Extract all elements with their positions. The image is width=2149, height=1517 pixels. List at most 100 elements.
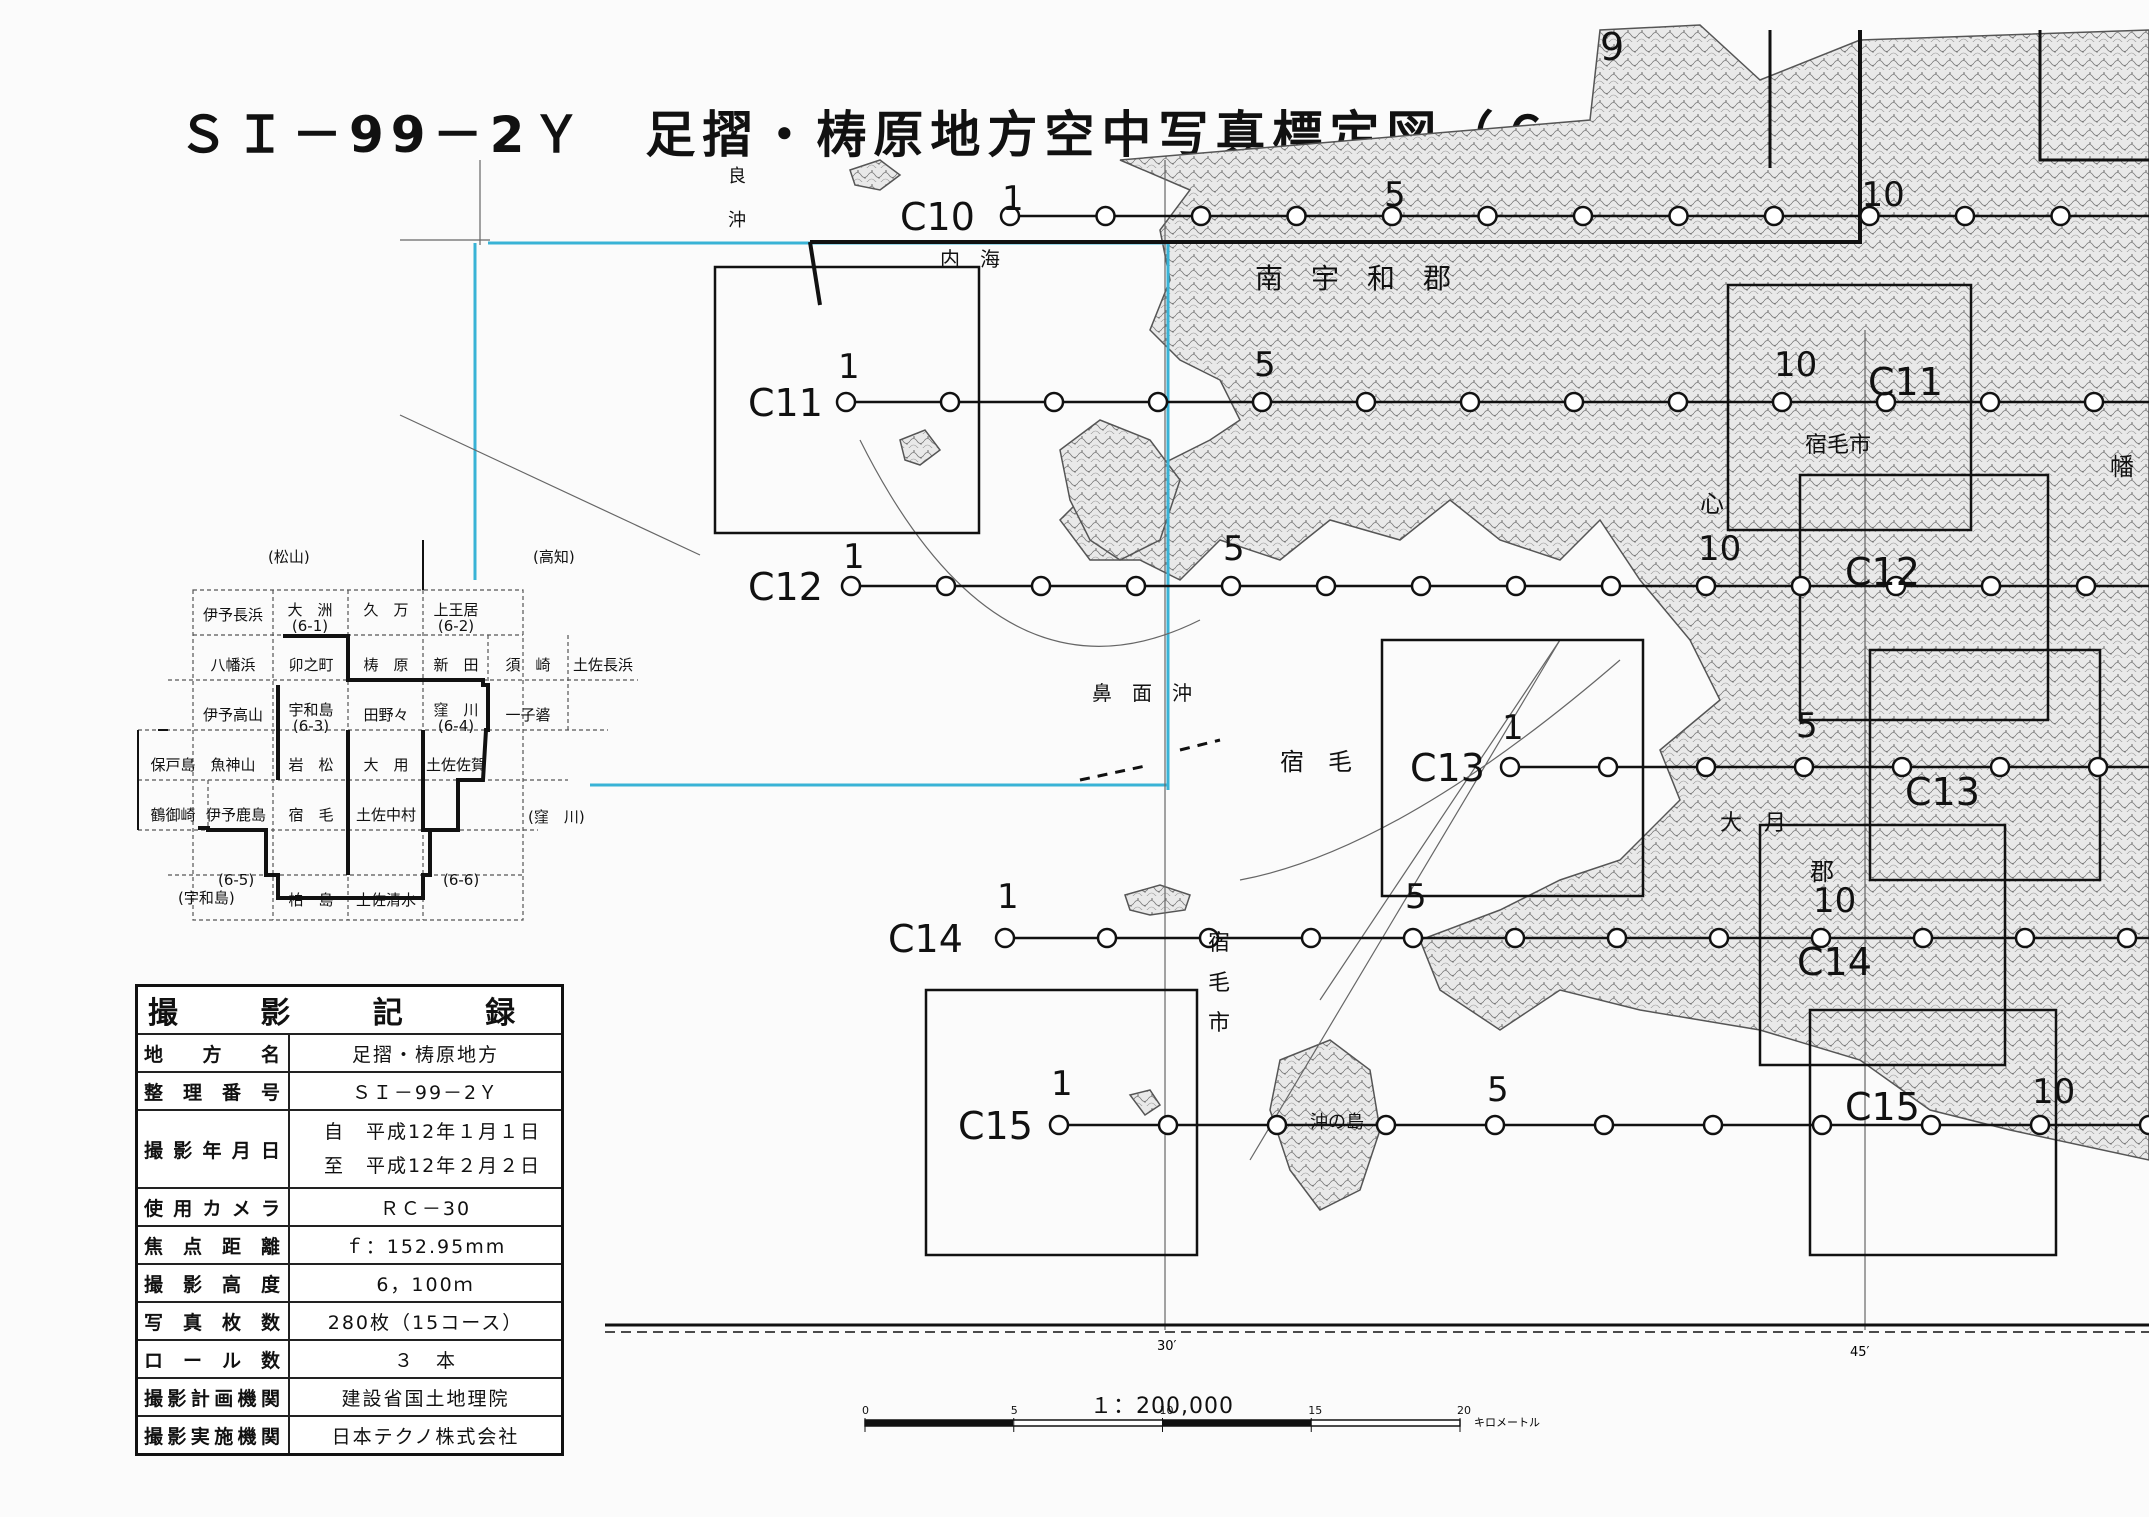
photo-number-label: 5 [1254, 345, 1276, 385]
record-header-row: 撮 影 記 録 [135, 984, 564, 1035]
photo-center-point [1708, 927, 1730, 949]
index-cell-label: (6-1) [292, 617, 328, 635]
course-label: C10 [900, 195, 975, 239]
meridian-lines [399, 160, 1866, 1330]
photo-center-point [1859, 205, 1880, 227]
index-cell-label: 伊予長浜 [203, 606, 263, 624]
record-label: 地 方 名 [135, 1033, 290, 1073]
photo-center-point [1954, 205, 1976, 227]
index-label-matsuyama: (松山) [268, 548, 310, 566]
index-cell-label: 久 万 [363, 601, 408, 619]
photo-center-point [1793, 756, 1815, 778]
photo-center-point [1402, 927, 1424, 949]
photo-center-point [1763, 205, 1785, 227]
course-label: C15 [958, 1104, 1033, 1148]
small-island-mid [1128, 1089, 1162, 1117]
photo-number-label: 5 [1223, 529, 1245, 569]
photo-center-point [2116, 927, 2138, 949]
kashiwa-island [1124, 884, 1191, 916]
course-label: C11 [748, 381, 823, 425]
photo-center-point [1989, 756, 2011, 778]
photo-center-point [1875, 391, 1897, 413]
record-value: 6，100ｍ [288, 1263, 564, 1303]
index-cell-label: 窪 川 [433, 701, 478, 719]
photo-center-point [2083, 391, 2105, 413]
map-neat-line [605, 1323, 2149, 1333]
index-cell-label: (6-2) [438, 617, 474, 635]
record-label: 焦 点 距 離 [135, 1225, 290, 1265]
photo-number-label: 1 [1002, 179, 1024, 219]
record-row-operator: 撮影実施機関 日本テクノ株式会社 [135, 1415, 564, 1456]
index-label-kochi: (高知) [533, 548, 575, 566]
photo-center-point [2087, 756, 2109, 778]
index-cell-label: 魚神山 [210, 756, 255, 774]
place-mo: 毛 [1208, 971, 1230, 996]
photo-number-label: 10 [1862, 175, 1905, 215]
index-cell-label: 田野々 [363, 706, 408, 724]
right-course-labels: C11 C12 C13 C14 C15 9 [1600, 25, 1980, 1129]
mainland-shikoku [1059, 24, 2149, 1161]
record-date-from: 自 平成12年１月１日 [324, 1121, 542, 1143]
index-cell-label: 須 崎 [505, 656, 550, 674]
photo-center-point [1695, 756, 1717, 778]
index-label-6-5: (6-5) [218, 871, 254, 889]
photo-center-point [2029, 1114, 2051, 1136]
photo-center-point [1459, 391, 1481, 413]
right-label-9: 9 [1600, 25, 1624, 69]
index-cell-label: 大 用 [363, 756, 408, 774]
index-cell-label: (6-3) [293, 717, 329, 735]
index-cells: 伊予長浜大 洲(6-1)久 万上王居(6-2)八幡浜卯之町梼 原新 田須 崎土佐… [150, 601, 633, 909]
photo-center-point [1381, 205, 1403, 227]
photo-center-point [939, 391, 961, 413]
right-label-c11: C11 [1868, 360, 1943, 404]
index-corner-labels: (松山) (高知) (窪 川) (6-5) (宇和島) (6-6) [178, 548, 585, 907]
record-row-altitude: 撮 影 高 度 6，100ｍ [135, 1263, 564, 1303]
photo-center-point [1504, 927, 1526, 949]
place-sukumo-bay: 宿 毛 [1280, 748, 1352, 776]
record-row-camera: 使用カメラ ＲＣ－30 [135, 1187, 564, 1227]
record-row-planner: 撮影計画機関 建設省国土地理院 [135, 1377, 564, 1417]
index-cell-label: 土佐中村 [356, 806, 416, 824]
photo-center-point [1771, 391, 1793, 413]
record-label: 撮 影 高 度 [135, 1263, 290, 1303]
photo-center-point [1286, 205, 1307, 227]
photo-center-point [1891, 756, 1913, 778]
index-label-kubokawa: (窪 川) [528, 808, 585, 826]
small-island-west [899, 429, 942, 466]
photo-center-point [1980, 575, 2002, 597]
photo-center-point [1043, 391, 1065, 413]
index-label-uwajima: (宇和島) [178, 889, 235, 907]
photo-number-label: 1 [838, 347, 860, 387]
record-heading: 撮 影 記 録 [135, 984, 564, 1035]
photo-center-point [1477, 205, 1498, 227]
photo-number-label: 1 [997, 877, 1019, 917]
scale-unit: キロメートル [1474, 1416, 1540, 1429]
photo-center-point [1912, 927, 1934, 949]
index-map: (松山) (高知) (窪 川) (6-5) (宇和島) (6-6) 伊予長浜大 … [137, 540, 638, 921]
photo-center-point [1266, 1114, 1288, 1136]
photo-center-point [1190, 205, 1212, 227]
record-value: ＲＣ－30 [288, 1187, 564, 1227]
record-label: ロ ー ル 数 [135, 1339, 290, 1379]
scale-tick-label: 20 [1457, 1404, 1471, 1417]
scale-tick-label: 10 [1160, 1404, 1174, 1417]
photo-number-label: 1 [1502, 708, 1524, 748]
index-cell-label: 梼 原 [363, 656, 408, 674]
record-row-dates: 撮影年月日 自 平成12年１月１日 至 平成12年２月２日 [135, 1109, 564, 1189]
scale-tick-label: 5 [1011, 1404, 1018, 1417]
photo-number-label: 5 [1405, 877, 1427, 917]
index-cell-label: 宿 毛 [288, 806, 333, 824]
right-label-c15: C15 [1845, 1085, 1920, 1129]
photo-center-point [1030, 575, 1052, 597]
photo-center-point [999, 205, 1021, 227]
photo-number-label: 1 [843, 537, 865, 577]
photo-center-point [1600, 575, 1622, 597]
photo-center-point [2050, 205, 2071, 227]
